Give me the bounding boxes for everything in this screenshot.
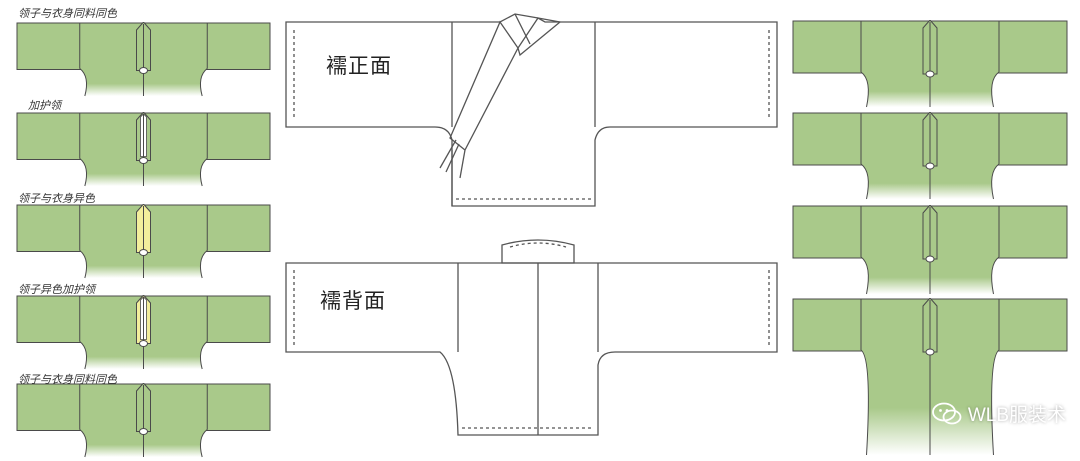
watermark: WLB服装术 — [931, 400, 1066, 427]
underarm-curve — [199, 341, 208, 370]
flat-garment-diagram — [792, 205, 1068, 295]
underarm-curve — [79, 341, 88, 370]
underarm-curve — [79, 250, 88, 279]
flat-garment-diagram — [16, 112, 271, 187]
variant-label: 领子与衣身同料同色 — [18, 7, 117, 20]
underarm-curve — [991, 71, 1000, 108]
underarm-curve — [991, 349, 1000, 456]
left-variants-panel: 领子与衣身同料同色 加护领 领子与衣身异色 领子异色加护领 领子与衣身同料同色 — [0, 0, 280, 461]
variant-label: 领子与衣身异色 — [18, 192, 95, 205]
flat-garment-diagram — [792, 298, 1068, 456]
watermark-text: WLB服装术 — [967, 405, 1066, 426]
flat-garment-diagram — [792, 20, 1068, 108]
underarm-curve — [79, 158, 88, 187]
underarm-curve — [991, 163, 1000, 200]
back-view-sketch — [285, 239, 778, 436]
right-variants-panel — [790, 0, 1080, 461]
underarm-curve — [199, 158, 208, 187]
front-view-title: 襦正面 — [326, 54, 392, 78]
button — [925, 162, 935, 170]
underarm-curve — [199, 68, 208, 97]
variant-label: 领子异色加护领 — [18, 283, 95, 296]
underarm-curve — [860, 71, 869, 108]
flat-garment-diagram — [16, 22, 271, 97]
underarm-curve — [860, 163, 869, 200]
underarm-curve — [991, 256, 1000, 295]
variant-label: 领子与衣身同料同色 — [18, 373, 117, 386]
variant-label: 加护领 — [28, 99, 61, 112]
underarm-curve — [79, 429, 88, 458]
center-sketch-panel: 襦正面 襦背面 — [280, 0, 790, 461]
flat-garment-diagram — [16, 295, 271, 370]
underarm-curve — [79, 68, 88, 97]
button — [139, 428, 148, 435]
flat-garment-diagram — [16, 204, 271, 279]
button — [139, 249, 148, 256]
underarm-curve — [199, 250, 208, 279]
button — [139, 340, 148, 347]
button — [925, 70, 935, 78]
back-view-title: 襦背面 — [320, 289, 386, 313]
button — [925, 348, 935, 356]
underarm-curve — [199, 429, 208, 458]
button — [925, 255, 935, 263]
front-view-sketch — [285, 13, 778, 207]
underarm-curve — [860, 349, 869, 456]
flat-garment-diagram — [792, 112, 1068, 200]
wechat-icon — [931, 402, 962, 424]
button — [139, 157, 148, 164]
underarm-curve — [860, 256, 869, 295]
flat-garment-diagram — [16, 383, 271, 458]
button — [139, 67, 148, 74]
